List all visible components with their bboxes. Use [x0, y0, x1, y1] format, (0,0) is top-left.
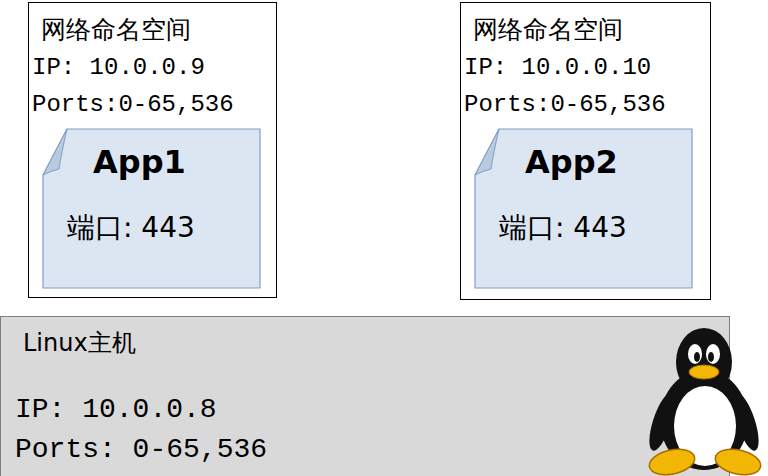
app-port: 端口: 443 [67, 211, 195, 245]
namespace-box: 网络命名空间 IP: 10.0.0.10Ports:0-65,536App2 端口:… [460, 2, 711, 300]
tux-penguin [648, 322, 766, 476]
note-body [475, 129, 692, 288]
ip-address: IP: 10.0.0.10 [464, 54, 651, 83]
namespace-box: 网络命名空间 IP: 10.0.0.9Ports:0-65,536App1 端口: … [28, 2, 277, 298]
namespace-title: 网络命名空间 [41, 15, 191, 45]
app-name: App1 [93, 143, 186, 181]
app-name: App2 [525, 143, 618, 181]
app-port: 端口: 443 [499, 211, 627, 245]
port-range: Ports: 0-65,536 [15, 433, 267, 467]
app-note: App1 端口: 443 [43, 129, 261, 289]
host-title: Linux主机 [23, 329, 136, 358]
port-range: Ports:0-65,536 [32, 91, 234, 120]
port-range: Ports:0-65,536 [464, 91, 666, 120]
note-body [43, 129, 260, 288]
app-note: App2 端口: 443 [475, 129, 693, 289]
ip-address: IP: 10.0.0.9 [32, 54, 205, 83]
note-fold [475, 129, 499, 175]
namespace-title: 网络命名空间 [473, 15, 623, 45]
note-fold [43, 129, 67, 175]
linux-host-band: Linux主机 IP: 10.0.0.8Ports: 0-65,536 [0, 316, 730, 476]
ip-address: IP: 10.0.0.8 [15, 393, 217, 427]
